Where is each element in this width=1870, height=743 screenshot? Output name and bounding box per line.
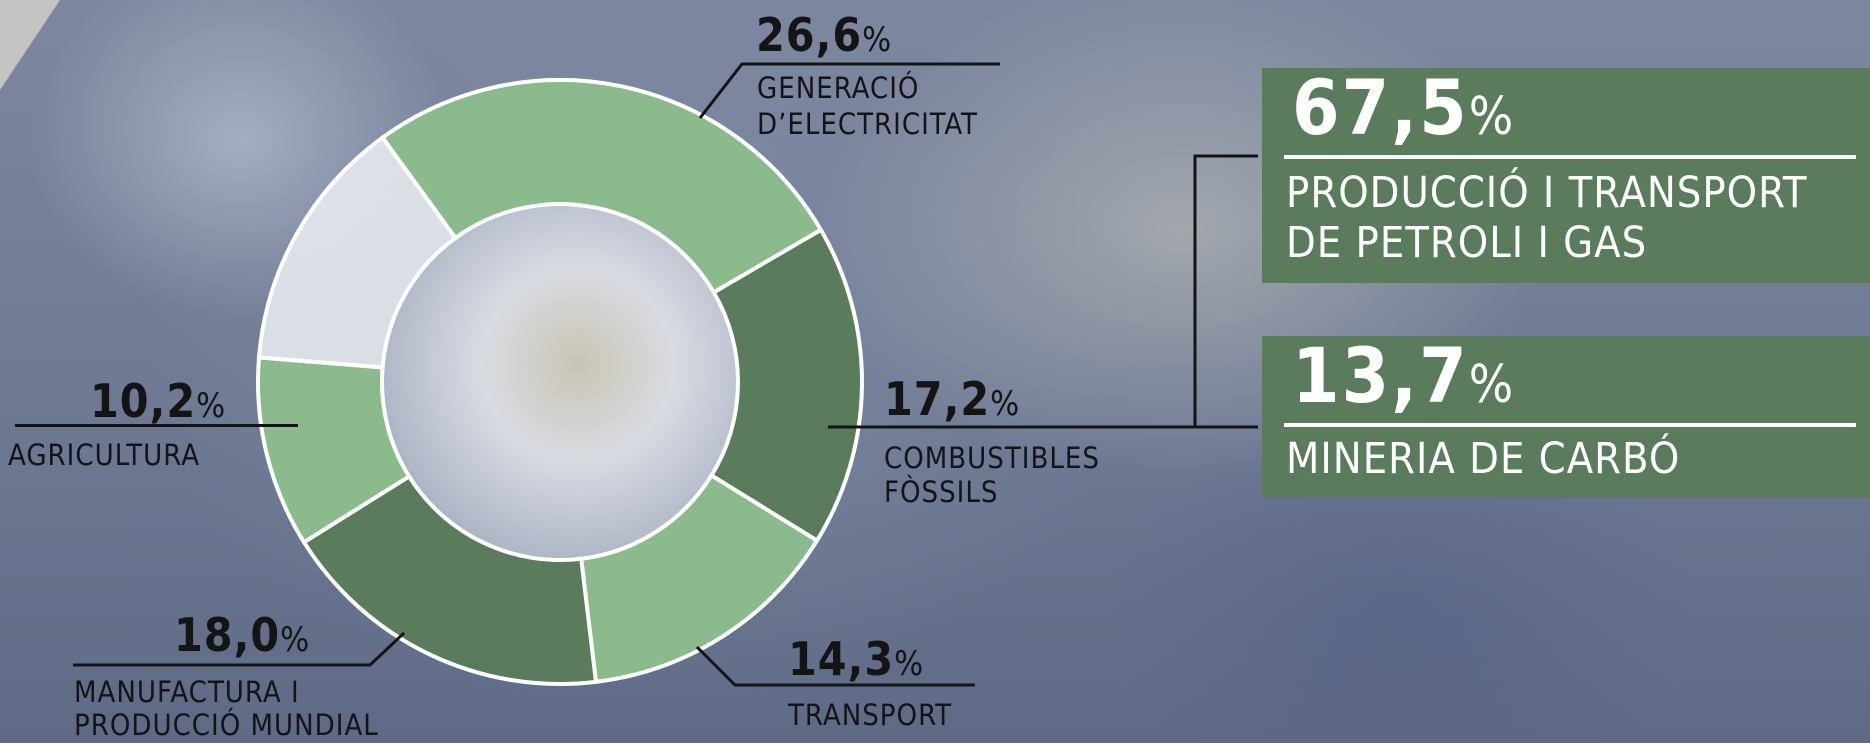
pct-electricitat-value: 26,6: [756, 8, 863, 62]
label-transport: TRANSPORT: [788, 698, 953, 732]
label-electricitat-line2: D’ELECTRICITAT: [757, 107, 978, 141]
pct-electricitat: 26,6%: [756, 12, 891, 58]
pct-combustibles: 17,2%: [884, 376, 1019, 422]
box-carbo-pct: 13,7%: [1292, 338, 1513, 414]
label-electricitat-line1: GENERACIÓ: [757, 71, 920, 105]
box-petroli-gas-line1: PRODUCCIÓ I TRANSPORT: [1286, 168, 1808, 218]
donut-hole: [382, 204, 738, 560]
box-carbo-rule: [1284, 423, 1856, 427]
box-carbo-sign: %: [1468, 355, 1514, 415]
leader-line-transport: [695, 645, 975, 687]
donut-slice-3: [301, 473, 599, 686]
pct-agricultura: 10,2%: [90, 378, 225, 424]
pct-combustibles-sign: %: [990, 384, 1020, 424]
donut-slice-0: [379, 78, 824, 296]
pct-manufactura-sign: %: [280, 620, 310, 660]
pct-electricitat-sign: %: [862, 20, 892, 60]
box-petroli-gas-rule: [1284, 155, 1856, 159]
label-agricultura: AGRICULTURA: [8, 438, 201, 472]
donut-slice-5: [256, 134, 459, 370]
corner-shade: [0, 0, 60, 90]
leader-line-manufactura: [73, 631, 406, 667]
box-petroli-gas-pct: 67,5%: [1292, 70, 1513, 146]
label-combustibles-line2: FÒSSILS: [884, 475, 999, 509]
pct-agricultura-sign: %: [196, 386, 226, 426]
box-carbo-value: 13,7: [1292, 331, 1469, 420]
pct-manufactura-value: 18,0: [174, 608, 281, 662]
agricultura-rule: [15, 424, 298, 427]
label-manufactura-line2: PRODUCCIÓ MUNDIAL: [74, 708, 379, 742]
label-combustibles-line1: COMBUSTIBLES: [884, 441, 1100, 475]
donut-slices: [256, 78, 864, 686]
label-manufactura-line1: MANUFACTURA I: [74, 675, 300, 709]
box-petroli-gas-sign: %: [1468, 87, 1514, 147]
donut-slice-1: [708, 227, 864, 544]
breakdown-box-carbo: 13,7% MINERIA DE CARBÓ: [1262, 336, 1870, 498]
box-petroli-gas-value: 67,5: [1292, 63, 1469, 152]
pct-transport-value: 14,3: [788, 632, 895, 686]
leader-line-bracket-top: [1193, 154, 1258, 427]
breakdown-box-petroli-gas: 67,5% PRODUCCIÓ I TRANSPORT DE PETROLI I…: [1262, 68, 1870, 283]
box-carbo-label: MINERIA DE CARBÓ: [1286, 434, 1681, 484]
leader-line-electricitat: [698, 62, 1000, 119]
pct-combustibles-value: 17,2: [884, 372, 991, 426]
pct-manufactura: 18,0%: [174, 612, 309, 658]
pct-transport-sign: %: [894, 644, 924, 684]
pct-agricultura-value: 10,2: [90, 374, 197, 428]
pct-transport: 14,3%: [788, 636, 923, 682]
box-petroli-gas-line2: DE PETROLI I GAS: [1286, 218, 1648, 268]
